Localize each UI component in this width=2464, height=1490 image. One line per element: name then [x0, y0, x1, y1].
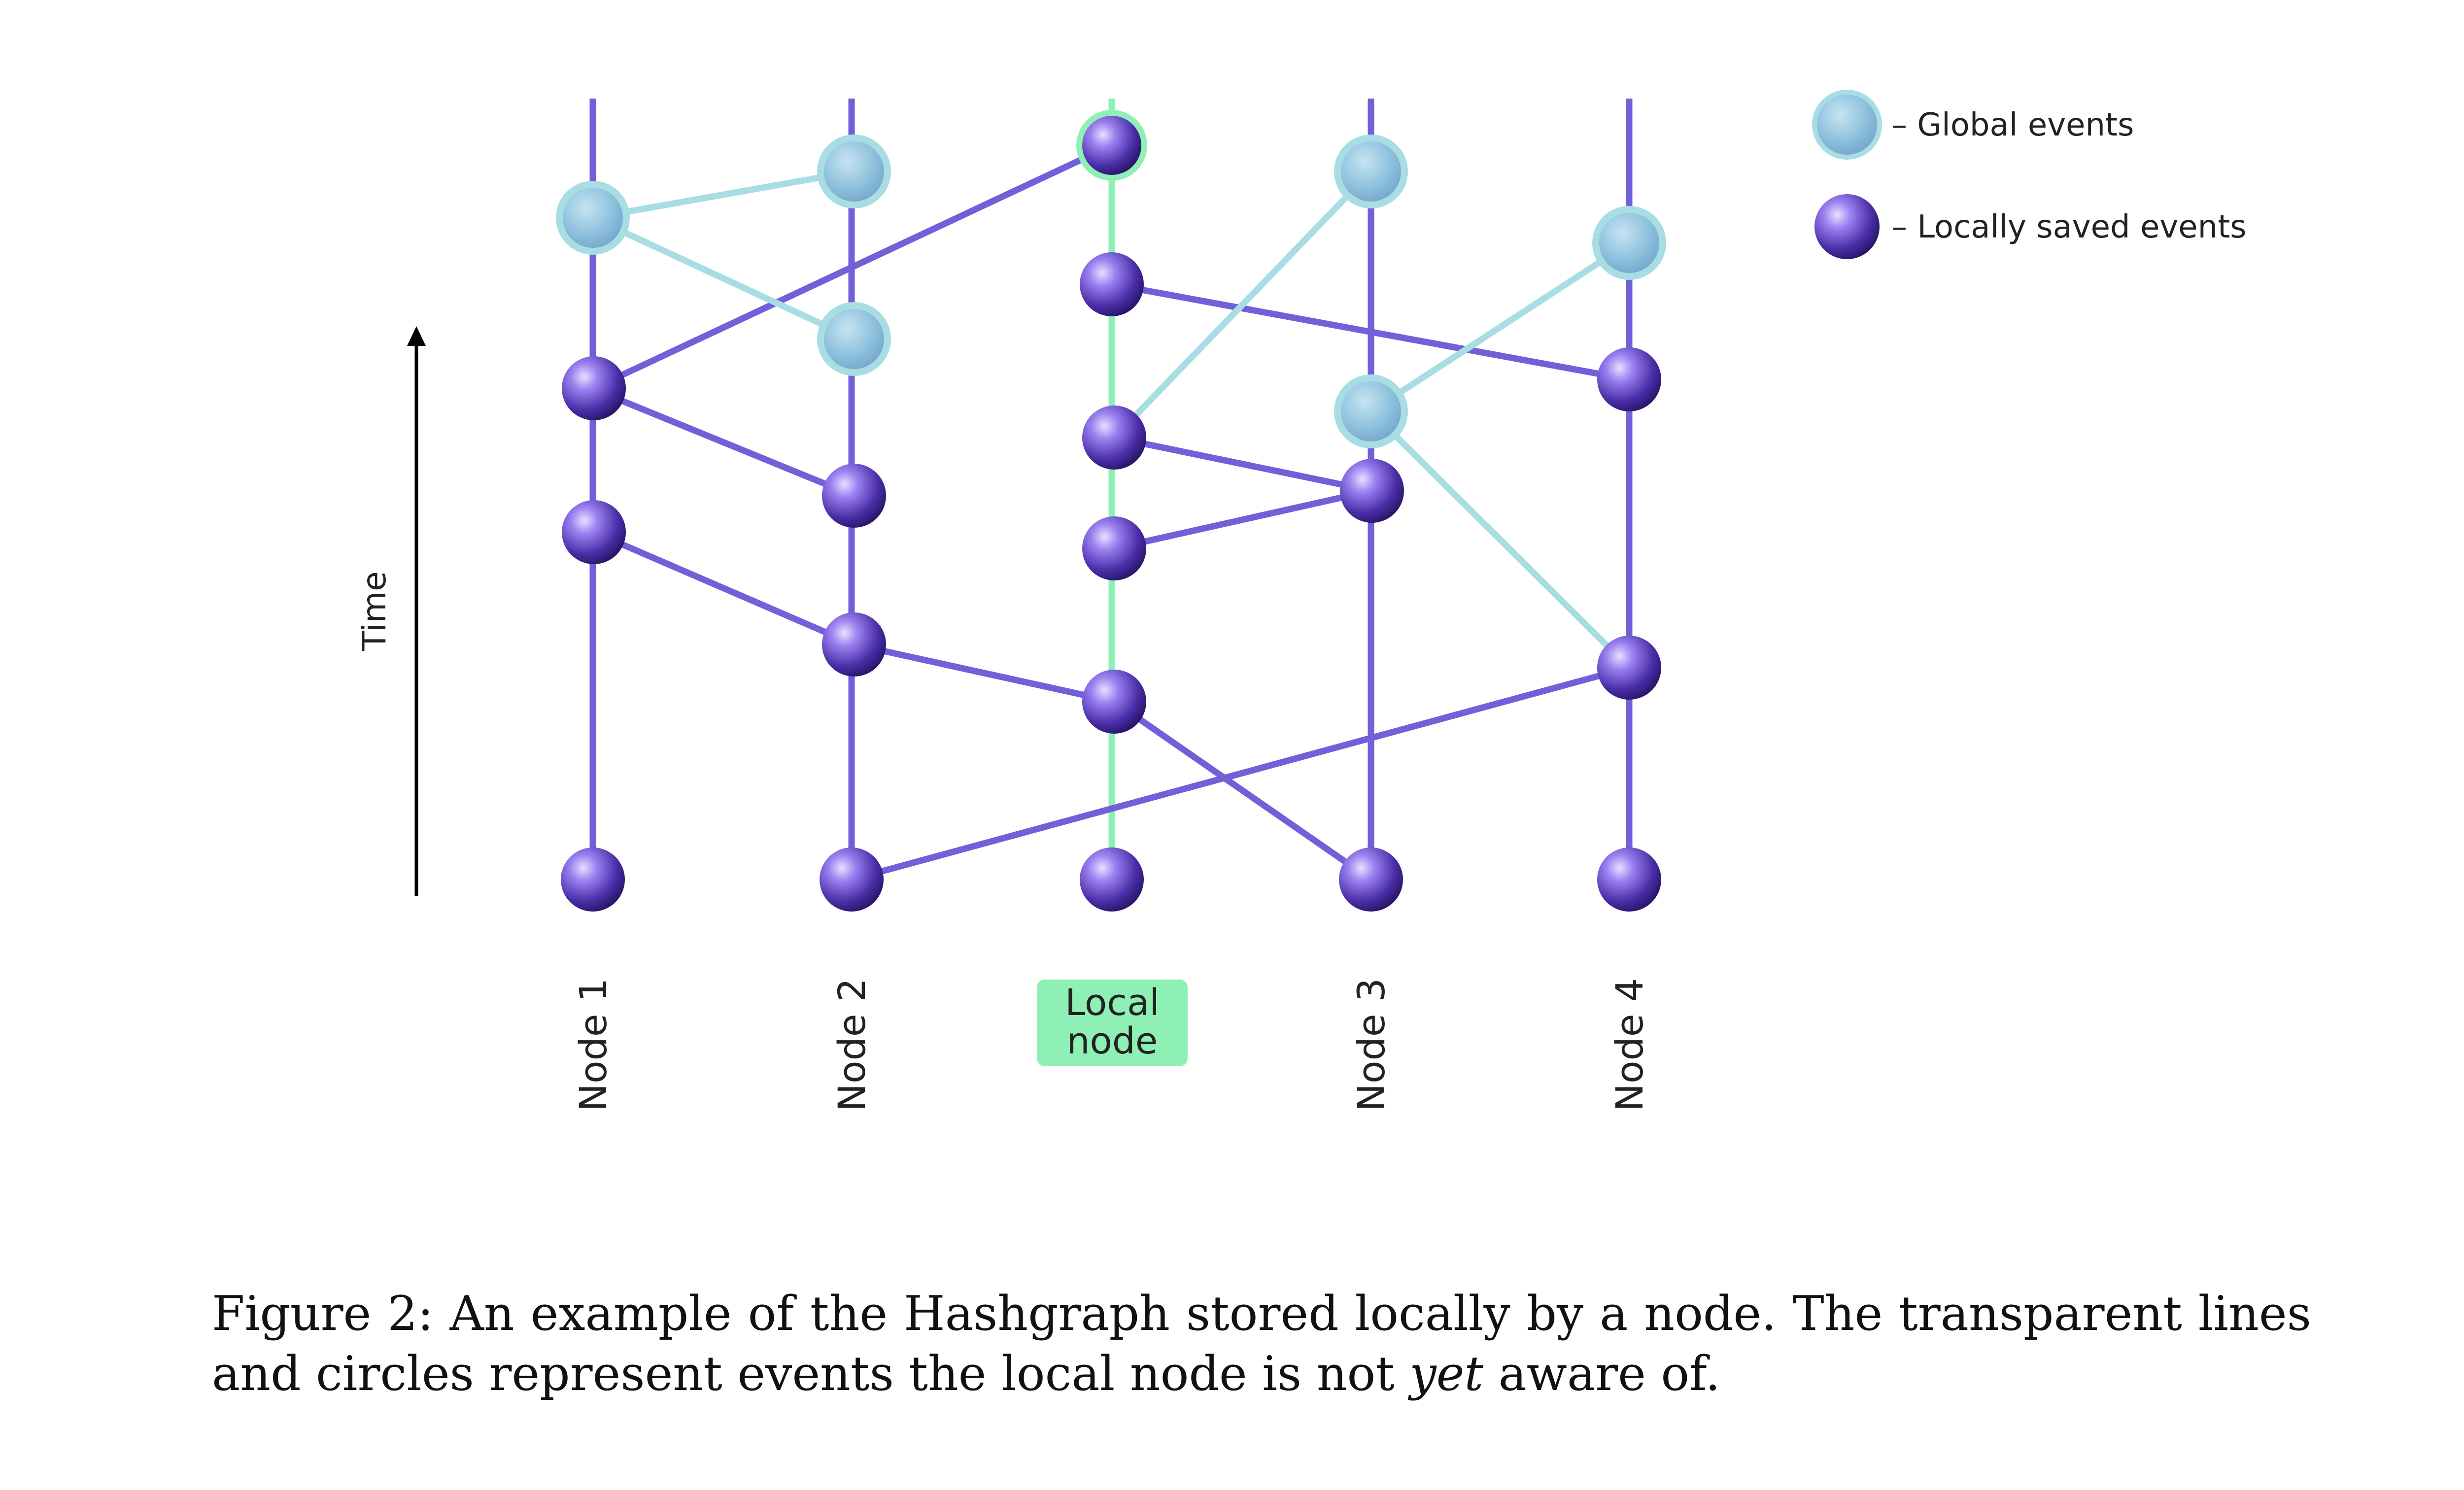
- local-event: [562, 500, 626, 564]
- legend-local-label: – Locally saved events: [1891, 209, 2247, 245]
- legend-local-icon: [1814, 194, 1880, 259]
- hashgraph-diagram: Time: [355, 90, 2247, 1112]
- node-1-label: Node 1: [571, 978, 615, 1112]
- edge: [848, 664, 1633, 883]
- local-event: [561, 847, 625, 912]
- edge: [590, 529, 857, 648]
- edge: [590, 142, 1115, 392]
- global-event: [1334, 374, 1408, 448]
- local-event: [822, 464, 886, 528]
- global-event: [1334, 135, 1408, 208]
- local-event: [1082, 670, 1146, 734]
- node-3-label: Node 3: [1349, 978, 1393, 1112]
- figure-caption: Figure 2: An example of the Hashgraph st…: [212, 1284, 2311, 1404]
- edge: [1111, 434, 1375, 494]
- local-event: [1597, 347, 1661, 411]
- global-edges: [589, 168, 1633, 671]
- local-node-label: Local node: [1037, 980, 1188, 1066]
- edge: [1111, 487, 1375, 552]
- global-events: [556, 135, 1666, 448]
- local-event: [1082, 406, 1146, 470]
- time-axis-label: Time: [355, 571, 393, 651]
- local-events: [561, 110, 1661, 912]
- node-labels: Node 1 Node 2 Local node Node 3 Node 4: [571, 978, 1651, 1112]
- local-edges: [590, 142, 1633, 883]
- edge: [589, 168, 857, 221]
- node-timelines: [589, 99, 1633, 882]
- local-event: [1080, 847, 1144, 912]
- edge: [1111, 168, 1374, 441]
- caption-emphasis: yet: [1409, 1346, 1484, 1401]
- edge: [1368, 239, 1633, 415]
- node-4-label: Node 4: [1608, 978, 1651, 1112]
- edge: [851, 641, 1118, 705]
- local-event: [1339, 847, 1403, 912]
- up-arrow-icon: [407, 326, 426, 346]
- local-node-label-line1: Local: [1065, 982, 1160, 1024]
- node-2-label: Node 2: [830, 978, 874, 1112]
- local-event: [820, 847, 884, 912]
- local-event: [1080, 252, 1144, 316]
- global-event: [556, 181, 630, 255]
- local-event: [1340, 459, 1404, 523]
- global-event: [817, 135, 891, 208]
- edge: [589, 214, 857, 342]
- local-event: [822, 612, 886, 677]
- legend-global-icon: [1812, 90, 1882, 160]
- local-event: [1082, 116, 1141, 175]
- legend: – Global events – Locally saved events: [1812, 90, 2247, 259]
- edge: [590, 386, 857, 499]
- local-event: [1597, 847, 1661, 912]
- global-event: [817, 302, 891, 376]
- local-event: [1082, 516, 1146, 580]
- caption-suffix: aware of.: [1483, 1346, 1720, 1401]
- local-node-label-bg: [1037, 980, 1188, 1066]
- global-event: [1592, 206, 1666, 280]
- caption-prefix: Figure 2: An example of the Hashgraph st…: [212, 1286, 2311, 1401]
- local-event: [1597, 636, 1661, 700]
- edge: [1108, 281, 1633, 383]
- local-event: [562, 356, 626, 420]
- edge: [1111, 698, 1374, 883]
- time-axis: Time: [355, 326, 426, 896]
- edge: [1368, 408, 1633, 671]
- legend-global-label: – Global events: [1891, 107, 2134, 143]
- local-node-label-line2: node: [1067, 1020, 1158, 1062]
